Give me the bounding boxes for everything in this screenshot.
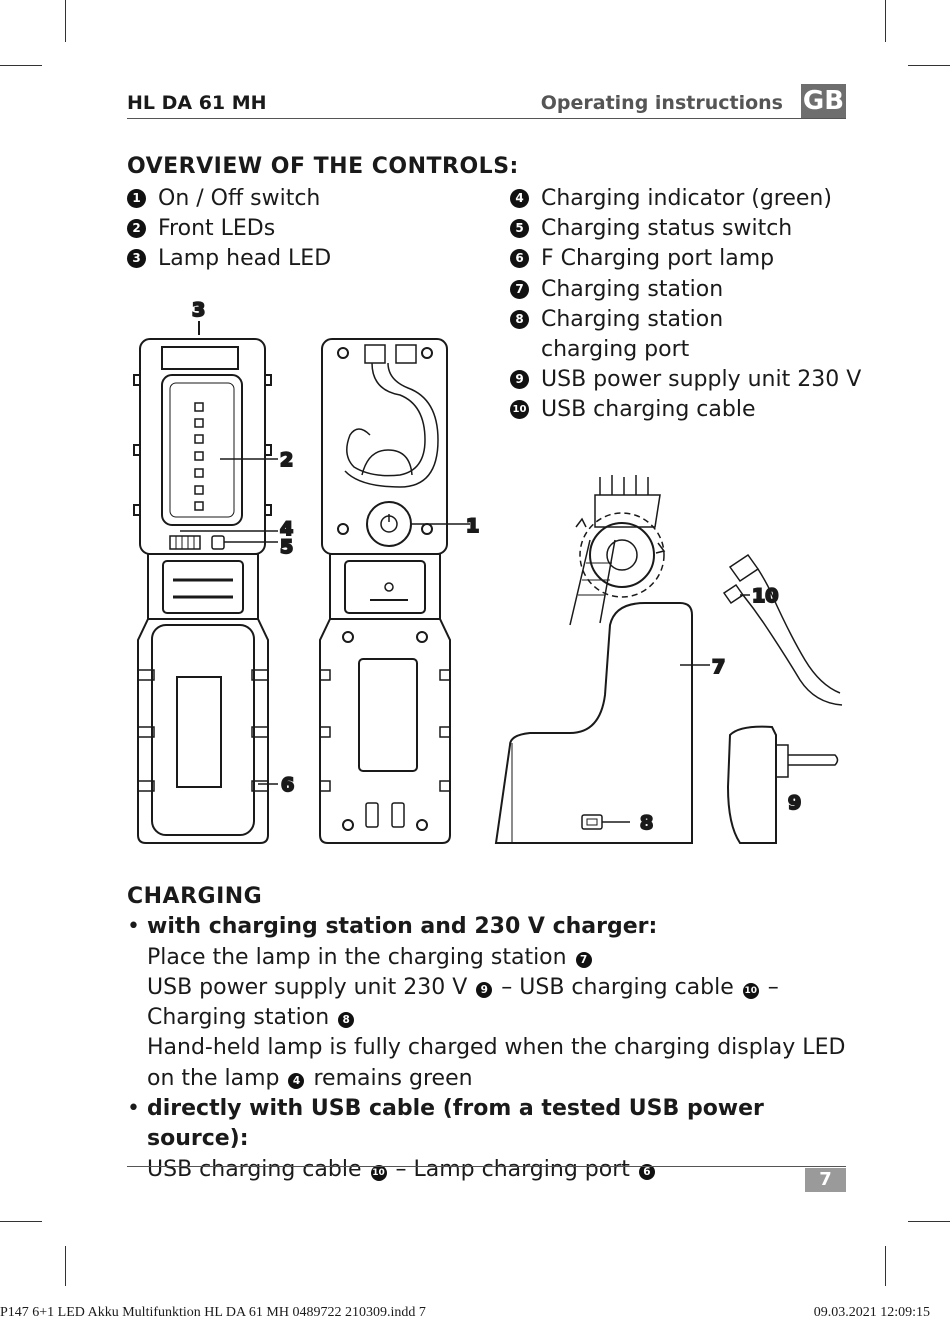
number-badge: 2 [127, 219, 146, 239]
number-badge: 9 [476, 981, 493, 998]
bullet-text-part: Hand-held lamp is fully charged when the… [147, 1035, 846, 1091]
crop-mark [0, 1221, 42, 1222]
bullet-dot: • [127, 914, 140, 940]
number-badge: 10 [742, 982, 759, 999]
crop-mark [908, 65, 950, 66]
number-badge: 10 [510, 400, 529, 420]
list-item-label: USB charging cable [541, 397, 756, 423]
callout-9: 9 [788, 792, 801, 814]
callout-4: 4 [280, 518, 293, 540]
bullet-title: directly with USB cable (from a tested U… [147, 1096, 764, 1152]
list-item-label: On / Off switch [158, 186, 321, 211]
overview-heading: OVERVIEW OF THE CONTROLS: [127, 154, 519, 179]
bullet-text-part: – Charging station [147, 974, 779, 1031]
list-item: 10 USB charging cable [510, 395, 861, 425]
bullet-text: USB power supply unit 230 V 9 – USB char… [147, 973, 847, 1034]
bullet-text: Hand-held lamp is fully charged when the… [147, 1033, 847, 1094]
crop-mark [885, 0, 886, 42]
number-badge: 9 [510, 370, 529, 390]
list-item: • with charging station and 230 V charge… [127, 912, 847, 1094]
list-item-label-line1: Charging station [541, 306, 724, 332]
list-item: • directly with USB cable (from a tested… [127, 1094, 847, 1185]
list-item-label: Lamp head LED [158, 246, 332, 272]
number-badge: 8 [510, 309, 529, 329]
callout-6: 6 [281, 774, 294, 796]
bullet-text-part: – Lamp charging port [395, 1156, 630, 1182]
list-item: 7 Charging station [510, 275, 861, 305]
callout-1: 1 [466, 515, 479, 537]
number-badge: 4 [288, 1072, 305, 1089]
list-item-label: Charging station charging port [541, 305, 723, 365]
list-item: 5 Charging status switch [510, 214, 861, 244]
crop-mark [65, 1246, 66, 1286]
list-item: 8 Charging station charging port [510, 305, 861, 365]
number-badge: 1 [127, 189, 146, 208]
charging-heading: CHARGING [127, 884, 263, 909]
bullet-title: with charging station and 230 V charger: [147, 914, 658, 940]
list-item-label: Front LEDs [158, 216, 276, 242]
callout-leaders [180, 458, 750, 823]
bullet-text-part: remains green [313, 1065, 473, 1091]
list-item-label: Charging station [541, 276, 724, 302]
model-name: HL DA 61 MH [127, 92, 267, 114]
number-badge: 6 [638, 1163, 655, 1180]
list-item-label: F Charging port lamp [541, 246, 775, 272]
number-badge: 6 [510, 249, 529, 269]
callout-10: 10 [752, 585, 778, 607]
list-item: 4 Charging indicator (green) [510, 184, 861, 214]
number-badge: 7 [510, 279, 529, 299]
page-number: 7 [805, 1168, 846, 1192]
bullet-text-part: Place the lamp in the charging station [147, 944, 567, 970]
crop-mark [65, 0, 66, 42]
footer-rule [127, 1166, 846, 1167]
list-item: 1 On / Off switch [127, 184, 331, 214]
bullet-dot: • [127, 1096, 140, 1122]
bullet-text: Place the lamp in the charging station 7 [147, 943, 847, 973]
charging-section: CHARGING • with charging station and 230… [127, 882, 847, 1185]
header-rule [127, 118, 846, 119]
list-item: 9 USB power supply unit 230 V [510, 365, 861, 395]
list-item-label: Charging indicator (green) [541, 186, 832, 211]
list-item-label-line2: charging port [541, 337, 690, 363]
crop-mark [885, 1246, 886, 1286]
lamp-back-view [319, 338, 451, 844]
callout-8: 8 [640, 812, 653, 834]
callout-2: 2 [280, 449, 293, 471]
header-title: Operating instructions [540, 92, 783, 114]
number-badge: 7 [575, 951, 592, 968]
list-item-label: Charging status switch [541, 216, 793, 242]
lamp-front-view [133, 321, 272, 844]
list-item: 6 F Charging port lamp [510, 244, 861, 274]
list-item: 2 Front LEDs [127, 214, 331, 244]
number-badge: 8 [338, 1012, 355, 1029]
crop-mark [0, 65, 42, 66]
bullet-text: USB charging cable 10 – Lamp charging po… [147, 1155, 847, 1185]
list-item: 3 Lamp head LED [127, 244, 331, 274]
usb-power-supply [726, 725, 839, 844]
crop-mark [908, 1221, 950, 1222]
bullet-text-part: USB charging cable [147, 1156, 362, 1182]
usb-cable [722, 553, 843, 706]
number-badge: 3 [127, 249, 146, 269]
callout-5: 5 [280, 536, 293, 558]
bullet-text-part: – USB charging cable [501, 974, 734, 1000]
list-item-label: USB power supply unit 230 V [541, 367, 862, 393]
product-illustration: 3 2 4 5 6 1 7 8 9 10 [133, 298, 843, 844]
callout-7: 7 [712, 656, 725, 678]
bullet-text-part: USB power supply unit 230 V [147, 974, 468, 1000]
number-badge: 10 [370, 1164, 387, 1181]
language-badge: GB [801, 84, 846, 119]
print-slug-file: P147 6+1 LED Akku Multifunktion HL DA 61… [0, 1305, 426, 1320]
number-badge: 4 [510, 189, 529, 208]
controls-list-left: 1 On / Off switch 2 Front LEDs 3 Lamp head … [127, 184, 331, 275]
print-slug-date: 09.03.2021 12:09:15 [813, 1305, 930, 1320]
charging-station [494, 475, 693, 844]
number-badge: 5 [510, 219, 529, 239]
callout-3: 3 [192, 299, 205, 321]
